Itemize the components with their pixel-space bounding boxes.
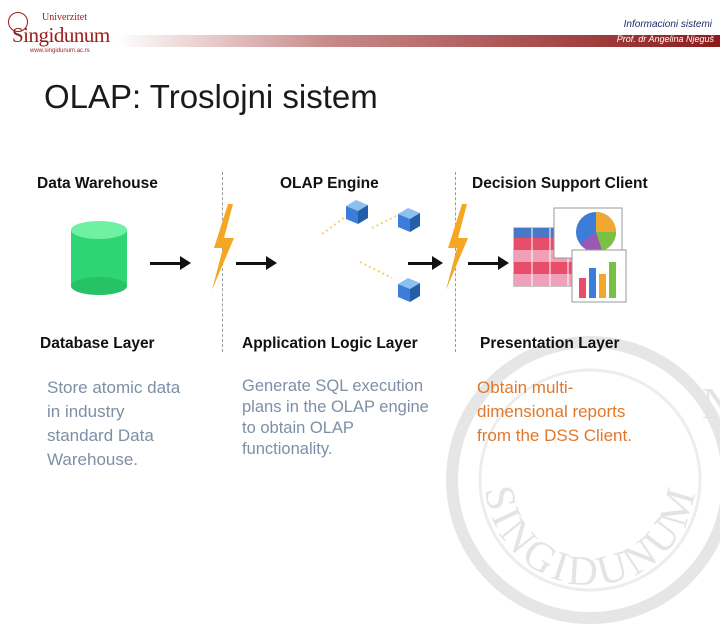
olap-cube-icon [346, 200, 368, 224]
description-line: to obtain OLAP [242, 419, 354, 437]
university-logo: Univerzitet Singidunum www.singidunum.ac… [8, 12, 118, 54]
professor-name: Prof. dr Angelina Njeguš [616, 34, 714, 44]
description-line: plans in the OLAP engine [242, 398, 429, 416]
arrow-olap-to-client [408, 262, 434, 265]
description-line: Obtain multi- [477, 378, 574, 397]
description-line: in industry [47, 402, 125, 421]
lightning-bolt-icon [446, 204, 468, 290]
col-title-decision-support-client: Decision Support Client [472, 175, 648, 192]
col-title-data-warehouse: Data Warehouse [37, 175, 158, 192]
description-application-logic: Generate SQL execution plans in the OLAP… [242, 376, 429, 460]
bar-chart-icon [571, 249, 627, 303]
arrow-db-to-olap [150, 262, 182, 265]
layer-title-presentation: Presentation Layer [480, 335, 620, 352]
logo-web-text: www.singidunum.ac.rs [30, 48, 90, 54]
pie-chart-icon [553, 207, 623, 259]
logo-main-text: Singidunum [12, 23, 110, 47]
arrow-head-4 [498, 256, 509, 270]
arrow-into-client [468, 262, 500, 265]
col-title-olap-engine: OLAP Engine [280, 175, 379, 192]
description-line: Generate SQL execution [242, 377, 424, 395]
arrow-head-3 [432, 256, 443, 270]
lightning-bolt-icon [212, 204, 234, 290]
description-line: from the DSS Client. [477, 426, 632, 445]
olap-cube-icon [398, 278, 420, 302]
header-bar [116, 35, 720, 47]
description-database: Store atomic data in industry standard D… [47, 376, 180, 472]
description-line: Warehouse. [47, 450, 139, 469]
decision-support-graphic [513, 207, 627, 303]
olap-engine-graphic [321, 200, 420, 302]
arrow-head-1 [180, 256, 191, 270]
watermark-text: SINGIDUNUM [475, 480, 702, 596]
course-name: Informacioni sistemi [623, 19, 712, 30]
description-presentation: Obtain multi- dimensional reports from t… [477, 376, 632, 448]
logo-top-text: Univerzitet [42, 12, 87, 23]
olap-cube-icon [398, 208, 420, 232]
layer-title-database: Database Layer [40, 335, 155, 352]
arrow-head-2 [266, 256, 277, 270]
emblem-icon [8, 12, 28, 32]
layer-title-application-logic: Application Logic Layer [242, 335, 418, 352]
svg-text:SINGIDUNUM: SINGIDUNUM [475, 480, 706, 596]
svg-text:NI: NI [702, 379, 720, 428]
description-line: dimensional reports [477, 402, 626, 421]
description-line: functionality. [242, 440, 333, 458]
watermark-seal: SINGIDUNUM NI [446, 336, 720, 624]
description-line: Store atomic data [47, 378, 181, 397]
arrow-into-olap [236, 262, 268, 265]
slide-title: OLAP: Troslojni sistem [44, 78, 378, 115]
database-cylinder-icon [71, 221, 127, 295]
description-line: standard Data [47, 426, 154, 445]
